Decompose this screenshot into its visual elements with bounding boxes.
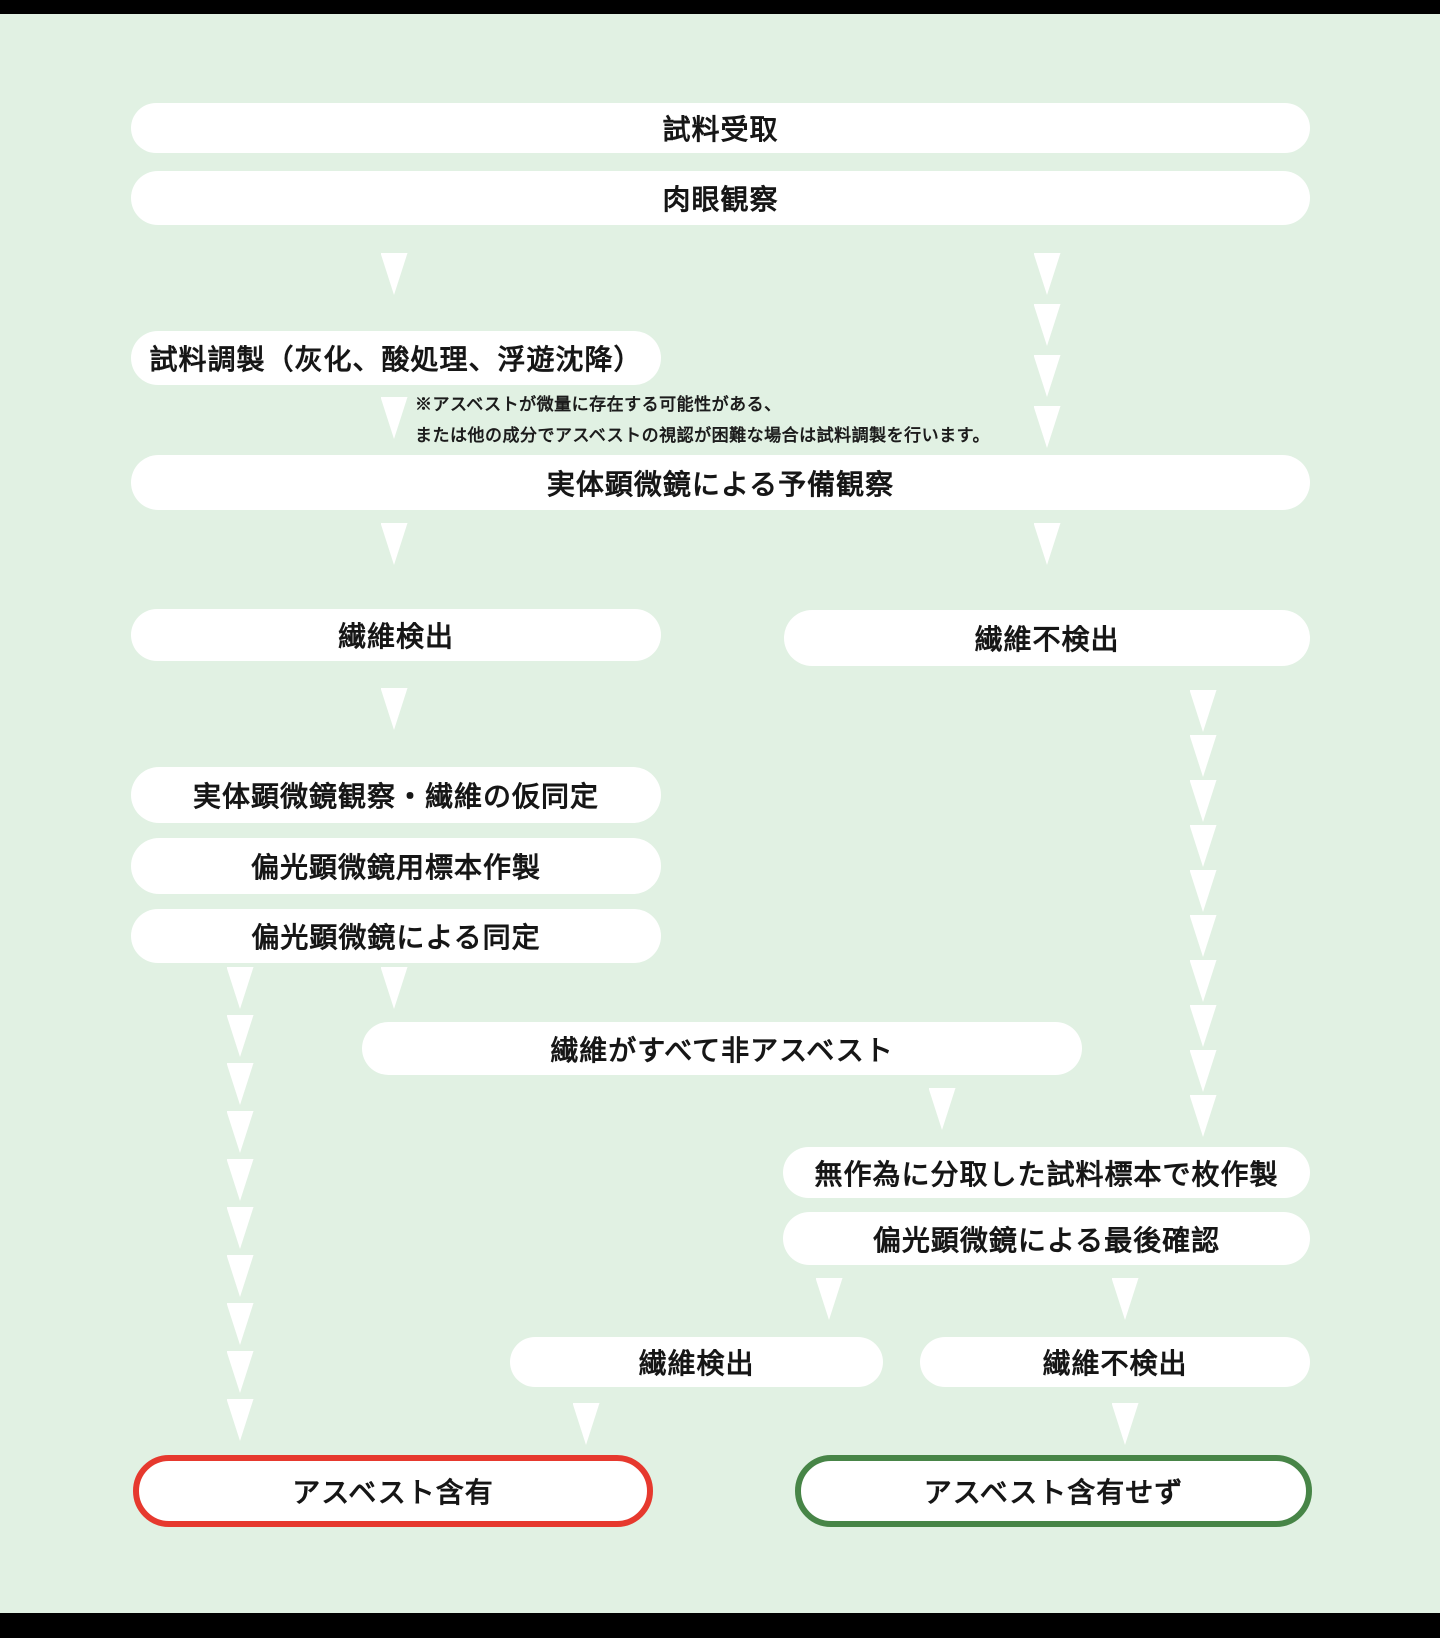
down-arrow-icon <box>226 1303 254 1345</box>
down-arrow-icon <box>1033 253 1061 295</box>
down-arrow-icon <box>1189 825 1217 867</box>
down-arrow-icon <box>226 1255 254 1297</box>
flow-node-plm-specimen-preparation: 偏光顕微鏡用標本作製 <box>131 838 661 894</box>
result-node-asbestos-negative: アスベスト含有せず <box>795 1455 1312 1527</box>
result-node-asbestos-positive: アスベスト含有 <box>133 1455 653 1527</box>
down-arrow-icon <box>380 523 408 565</box>
flow-node-label: 繊維検出 <box>638 1348 755 1379</box>
down-arrow-icon <box>1189 690 1217 732</box>
flow-node-stereo-observation-tentative-id: 実体顕微鏡観察・繊維の仮同定 <box>131 767 661 823</box>
down-arrow-icon <box>1033 523 1061 565</box>
down-arrow-icon <box>1189 915 1217 957</box>
flow-node-stereo-preliminary-observation: 実体顕微鏡による予備観察 <box>131 455 1310 510</box>
down-arrow-icon <box>380 688 408 730</box>
flow-node-label: 実体顕微鏡による予備観察 <box>546 468 895 500</box>
down-arrow-icon <box>1189 1095 1217 1137</box>
down-arrow-icon <box>380 253 408 295</box>
down-arrow-icon <box>380 967 408 1009</box>
flow-node-label: 繊維不検出 <box>974 624 1120 655</box>
flow-node-sample-receipt: 試料受取 <box>131 103 1310 153</box>
down-arrow-icon <box>226 1351 254 1393</box>
flow-node-label: 繊維がすべて非アスベスト <box>550 1034 894 1066</box>
down-arrow-icon <box>226 1399 254 1441</box>
down-arrow-icon <box>1189 870 1217 912</box>
down-arrow-icon <box>226 967 254 1009</box>
flow-node-label: 肉眼観察 <box>662 184 779 215</box>
down-arrow-icon <box>226 1063 254 1105</box>
result-label: アスベスト含有 <box>292 1477 494 1508</box>
note-text-line2: または他の成分でアスベストの視認が困難な場合は試料調製を行います。 <box>415 426 990 445</box>
flow-node-plm-final-check: 偏光顕微鏡による最後確認 <box>783 1212 1310 1265</box>
down-arrow-icon <box>1189 1050 1217 1092</box>
flow-node-fiber-detected-2: 繊維検出 <box>510 1337 883 1387</box>
top-black-bar <box>0 0 1440 14</box>
down-arrow-icon <box>1033 355 1061 397</box>
flow-node-label: 繊維検出 <box>337 621 454 652</box>
flow-node-label: 無作為に分取した試料標本で枚作製 <box>814 1158 1279 1190</box>
flow-node-fiber-not-detected-2: 繊維不検出 <box>920 1337 1310 1387</box>
flow-node-all-fibers-non-asbestos: 繊維がすべて非アスベスト <box>362 1022 1082 1075</box>
flow-node-random-sample-specimen: 無作為に分取した試料標本で枚作製 <box>783 1147 1310 1198</box>
flow-node-plm-identification: 偏光顕微鏡による同定 <box>131 909 661 963</box>
down-arrow-icon <box>1189 735 1217 777</box>
down-arrow-icon <box>380 397 408 439</box>
flow-node-label: 繊維不検出 <box>1042 1348 1188 1379</box>
flow-node-fiber-detected-1: 繊維検出 <box>131 609 661 661</box>
flow-node-label: 試料調製（灰化、酸処理、浮遊沈降） <box>149 344 643 375</box>
bottom-black-bar <box>0 1613 1440 1638</box>
result-label: アスベスト含有せず <box>923 1477 1184 1508</box>
down-arrow-icon <box>226 1015 254 1057</box>
flow-node-label: 試料受取 <box>662 114 779 145</box>
down-arrow-icon <box>1111 1403 1139 1445</box>
down-arrow-icon <box>1189 780 1217 822</box>
down-arrow-icon <box>226 1159 254 1201</box>
note-text-line1: ※アスベストが微量に存在する可能性がある、 <box>415 395 782 414</box>
down-arrow-icon <box>572 1403 600 1445</box>
flow-node-label: 偏光顕微鏡による同定 <box>251 922 541 953</box>
down-arrow-icon <box>1111 1278 1139 1320</box>
flow-node-sample-preparation: 試料調製（灰化、酸処理、浮遊沈降） <box>131 331 661 385</box>
down-arrow-icon <box>815 1278 843 1320</box>
down-arrow-icon <box>928 1088 956 1130</box>
down-arrow-icon <box>226 1207 254 1249</box>
flow-node-visual-observation: 肉眼観察 <box>131 171 1310 225</box>
down-arrow-icon <box>226 1111 254 1153</box>
flow-node-label: 実体顕微鏡観察・繊維の仮同定 <box>192 781 599 812</box>
down-arrow-icon <box>1033 304 1061 346</box>
flow-node-fiber-not-detected-1: 繊維不検出 <box>784 610 1310 666</box>
down-arrow-icon <box>1189 1005 1217 1047</box>
down-arrow-icon <box>1033 406 1061 448</box>
down-arrow-icon <box>1189 960 1217 1002</box>
flow-node-label: 偏光顕微鏡用標本作製 <box>250 852 541 883</box>
flow-node-label: 偏光顕微鏡による最後確認 <box>872 1224 1221 1256</box>
